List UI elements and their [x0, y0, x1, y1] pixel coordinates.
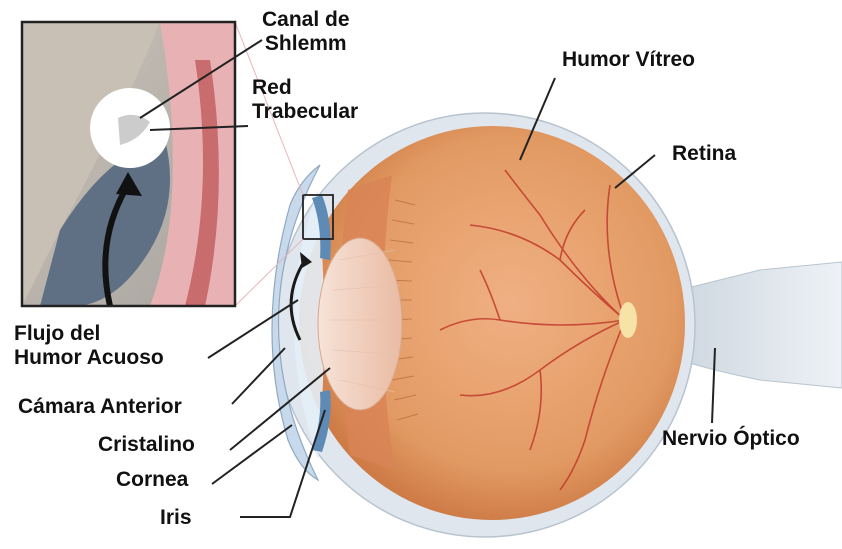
label-cristalino: Cristalino — [98, 433, 195, 457]
label-nervio-optico: Nervio Óptico — [662, 427, 800, 451]
label-canal-de-schlemm: Canal de Shlemm — [262, 8, 350, 56]
label-humor-vitreo: Humor Vítreo — [562, 48, 695, 72]
label-red-trabecular: Red Trabecular — [252, 76, 358, 124]
inset-magnified-view — [22, 22, 235, 306]
label-red-line1: Red — [252, 76, 358, 100]
label-flujo-line2: Humor Acuoso — [14, 346, 164, 370]
label-cornea: Cornea — [116, 468, 188, 492]
label-canal-line2: Shlemm — [262, 32, 350, 56]
optic-disc — [619, 302, 637, 338]
label-camara-anterior: Cámara Anterior — [18, 395, 182, 419]
label-red-line2: Trabecular — [252, 100, 358, 124]
label-iris: Iris — [160, 506, 192, 530]
label-flujo-humor-acuoso: Flujo del Humor Acuoso — [14, 322, 164, 370]
label-flujo-line1: Flujo del — [14, 322, 164, 346]
label-retina: Retina — [672, 142, 736, 166]
label-canal-line1: Canal de — [262, 8, 350, 32]
